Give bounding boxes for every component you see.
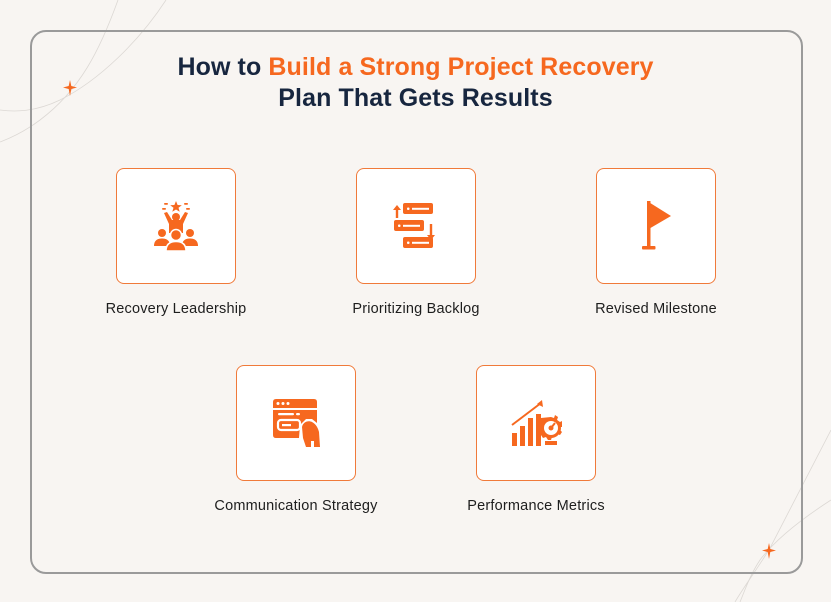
card-recovery-leadership — [116, 168, 236, 284]
label-performance-metrics: Performance Metrics — [467, 498, 605, 514]
browser-hand-pointer-icon — [273, 399, 320, 447]
card-prioritizing-backlog — [356, 168, 476, 284]
card-revised-milestone — [596, 168, 716, 284]
title-part1: How to — [177, 53, 269, 81]
card-communication-strategy — [236, 365, 356, 481]
title-accent: Build a Strong Project Recovery — [268, 53, 654, 81]
card-performance-metrics — [476, 365, 596, 481]
team-leader-star-icon — [154, 201, 198, 252]
label-revised-milestone: Revised Milestone — [595, 301, 717, 317]
content-frame — [30, 30, 803, 574]
flag-icon — [642, 201, 671, 250]
page-title: How to Build a Strong Project Recovery P… — [0, 52, 831, 114]
growth-chart-gauge-icon — [511, 400, 562, 446]
label-communication-strategy: Communication Strategy — [214, 498, 378, 514]
label-recovery-leadership: Recovery Leadership — [105, 301, 247, 317]
label-prioritizing-backlog: Prioritizing Backlog — [352, 301, 480, 317]
sort-list-arrows-icon — [393, 203, 435, 248]
title-part2: Plan That Gets Results — [278, 84, 553, 112]
